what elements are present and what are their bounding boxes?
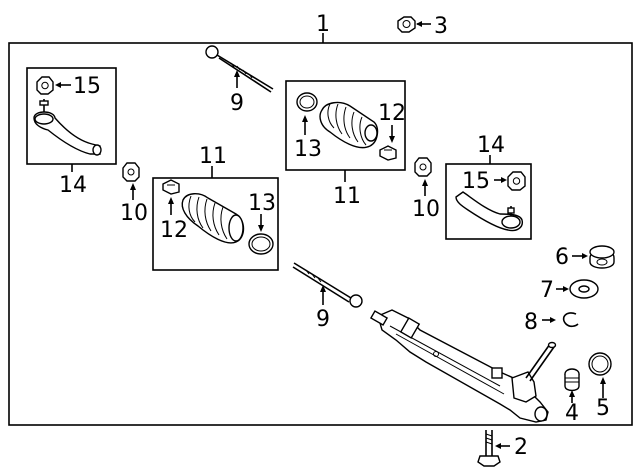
clamp-ring-icon xyxy=(296,92,318,112)
boot-clamp-icon xyxy=(379,145,397,161)
callout-9-lower: 9 xyxy=(316,307,330,332)
nut-icon xyxy=(36,76,54,95)
callout-13-lower: 13 xyxy=(248,191,276,216)
bushing-icon xyxy=(564,368,580,392)
callout-3: 3 xyxy=(434,14,448,39)
tie-rod-end-box-right xyxy=(445,163,532,240)
clamp-ring-icon xyxy=(248,233,274,255)
callout-1: 1 xyxy=(316,12,330,37)
boot-clamp-icon xyxy=(162,179,180,195)
inner-tie-rod-icon xyxy=(292,262,363,308)
assembly-frame xyxy=(8,42,633,426)
steering-rack-icon xyxy=(369,309,557,423)
bolt-icon xyxy=(477,430,501,467)
callout-8: 8 xyxy=(524,310,538,335)
callout-11-lower: 11 xyxy=(199,144,227,169)
snap-ring-icon xyxy=(562,312,579,328)
callout-5: 5 xyxy=(596,396,610,421)
rack-boot-icon xyxy=(319,101,379,149)
callout-6: 6 xyxy=(555,245,569,270)
callout-7: 7 xyxy=(540,278,554,303)
tie-rod-end-icon xyxy=(455,191,523,232)
callout-15-left: 15 xyxy=(73,74,101,99)
callout-11-upper: 11 xyxy=(333,184,361,209)
o-ring-icon xyxy=(588,352,612,376)
callout-13-upper: 13 xyxy=(294,137,322,162)
callout-14-right: 14 xyxy=(477,133,505,158)
callout-14-left: 14 xyxy=(59,173,87,198)
callout-9-upper: 9 xyxy=(230,91,244,116)
callout-4: 4 xyxy=(565,401,579,426)
mount-cushion-icon xyxy=(589,245,615,269)
nut-icon xyxy=(397,16,416,33)
nut-icon xyxy=(507,171,526,191)
inner-tie-rod-icon xyxy=(205,45,274,93)
boot-kit-box-lower xyxy=(152,177,279,271)
callout-12-upper: 12 xyxy=(378,101,406,126)
callout-15-right: 15 xyxy=(462,169,490,194)
callout-10-left: 10 xyxy=(120,201,148,226)
callout-2: 2 xyxy=(514,435,528,460)
nut-icon xyxy=(414,157,432,177)
callout-10-right: 10 xyxy=(412,197,440,222)
tie-rod-end-icon xyxy=(33,99,102,156)
callout-12-lower: 12 xyxy=(160,218,188,243)
washer-icon xyxy=(569,279,599,299)
rack-boot-icon xyxy=(181,193,245,244)
nut-icon xyxy=(122,162,140,182)
